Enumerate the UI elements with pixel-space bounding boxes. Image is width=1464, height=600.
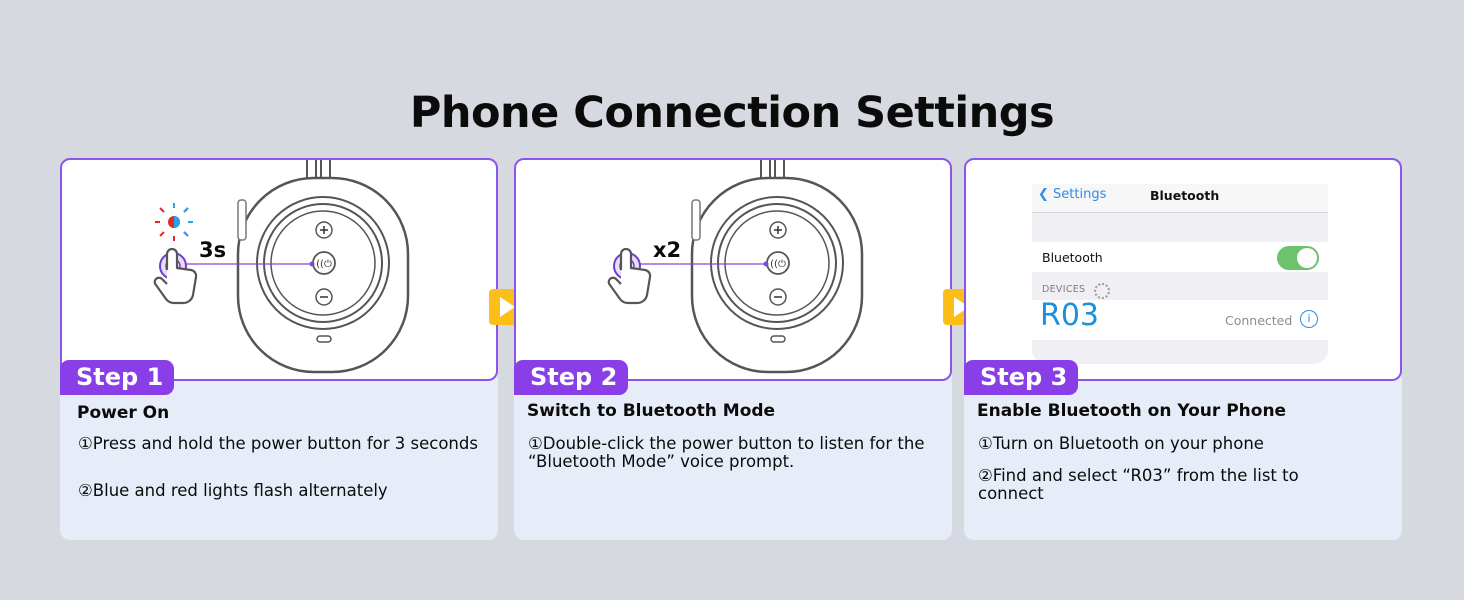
hand-press-icon [153,247,198,305]
device-status: Connected [1225,313,1293,328]
step-1-item-2: ②Blue and red lights flash alternately [78,481,388,500]
step-3-illustration: ❮ Settings Bluetooth Bluetooth DEVICES R… [964,158,1402,381]
step-2-illustration: ((⏻ x2 [514,158,952,381]
step-card-1: ((⏻ 3s Step 1 Power On ①Press and hold t… [60,158,498,540]
step-card-3: ❮ Settings Bluetooth Bluetooth DEVICES R… [964,158,1402,540]
step-3-item-2: ②Find and select “R03” from the list to … [978,466,1299,503]
step-2-badge: Step 2 [514,360,628,395]
headphone-earcup-illustration: ((⏻ [153,160,410,374]
step-1-heading: Power On [77,403,170,423]
chevron-left-icon: ❮ [1038,187,1054,202]
svg-text:((⏻: ((⏻ [316,259,332,270]
phone-nav-title: Bluetooth [1150,188,1220,203]
phone-nav-bar: ❮ Settings Bluetooth [1032,184,1328,213]
step-2-item-1: ①Double-click the power button to listen… [528,434,925,471]
devices-header: DEVICES [1042,284,1086,295]
device-name: R03 [1040,298,1100,333]
led-blink-icon [155,203,193,241]
step-3-heading: Enable Bluetooth on Your Phone [977,401,1287,421]
plus-icon [769,221,787,239]
press-count-label: x2 [653,238,682,262]
phone-bluetooth-screen: ❮ Settings Bluetooth Bluetooth DEVICES R… [1032,184,1328,364]
power-button-icon: ((⏻ [312,251,336,275]
step-1-item-1: ①Press and hold the power button for 3 s… [78,434,478,453]
toggle-knob [1297,248,1317,268]
plus-icon [315,221,333,239]
svg-text:((⏻: ((⏻ [770,259,786,270]
power-button-icon: ((⏻ [766,251,790,275]
step-3-badge: Step 3 [964,360,1078,395]
step-card-2: ((⏻ x2 Step 2 Switch to Bluetooth Mode ①… [514,158,952,540]
minus-icon [315,288,333,306]
step-1-illustration: ((⏻ 3s [60,158,498,381]
loading-spinner-icon [1094,283,1110,299]
step-2-heading: Switch to Bluetooth Mode [527,401,776,421]
press-duration-label: 3s [199,238,227,262]
info-icon[interactable]: i [1300,310,1318,328]
back-button[interactable]: ❮ Settings [1038,187,1107,202]
bluetooth-toggle[interactable] [1277,246,1319,270]
minus-icon [769,288,787,306]
device-row[interactable]: R03 Connected i [1032,298,1328,340]
page-title: Phone Connection Settings [409,88,1055,138]
step-1-badge: Step 1 [60,360,174,395]
bluetooth-toggle-row: Bluetooth [1032,242,1328,272]
bluetooth-toggle-label: Bluetooth [1042,250,1103,265]
headphone-earcup-illustration: ((⏻ [607,160,864,374]
step-3-item-1: ①Turn on Bluetooth on your phone [978,434,1264,453]
hand-press-icon [607,247,652,305]
